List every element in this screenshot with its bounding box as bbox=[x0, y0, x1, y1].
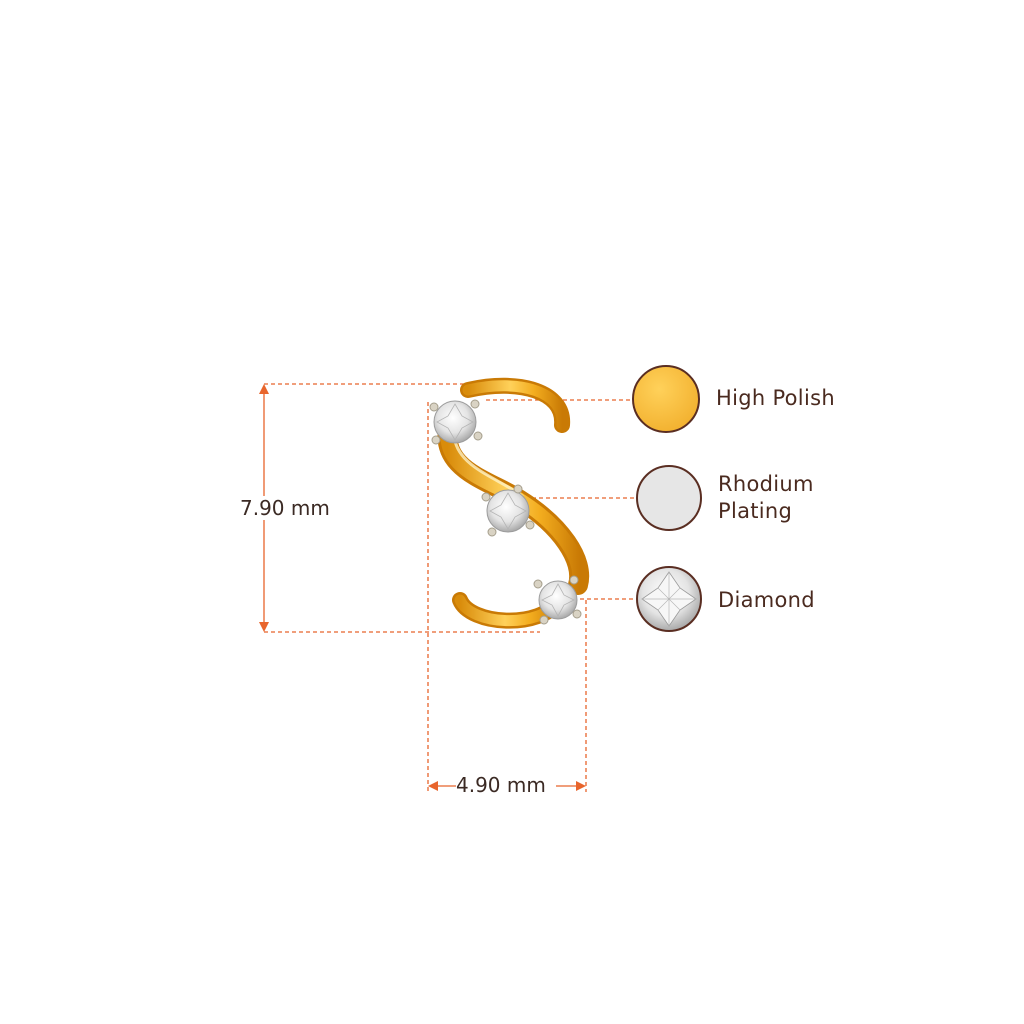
height-dimension-label: 7.90 mm bbox=[240, 496, 330, 520]
diamond-swatch-icon bbox=[636, 566, 702, 632]
width-arrow-right-icon bbox=[576, 781, 586, 791]
diamond-stone-bottom bbox=[533, 575, 582, 625]
width-arrow-left-icon bbox=[428, 781, 438, 791]
height-arrow-top-icon bbox=[259, 384, 269, 394]
material-label-rhodium-line2: Plating bbox=[718, 499, 793, 523]
material-label-high-polish: High Polish bbox=[716, 386, 835, 410]
width-dimension-label: 4.90 mm bbox=[456, 773, 546, 797]
diamond-stone-middle bbox=[481, 484, 535, 537]
material-label-rhodium-line1: Rhodium bbox=[718, 472, 814, 496]
rhodium-swatch-icon bbox=[636, 465, 702, 531]
width-dimension bbox=[427, 402, 587, 792]
height-arrow-bottom-icon bbox=[259, 622, 269, 632]
diamond-stone-top bbox=[429, 399, 483, 445]
gold-swatch-icon bbox=[632, 365, 700, 433]
material-label-diamond: Diamond bbox=[718, 588, 815, 612]
s-shaped-earring-icon bbox=[429, 377, 590, 629]
